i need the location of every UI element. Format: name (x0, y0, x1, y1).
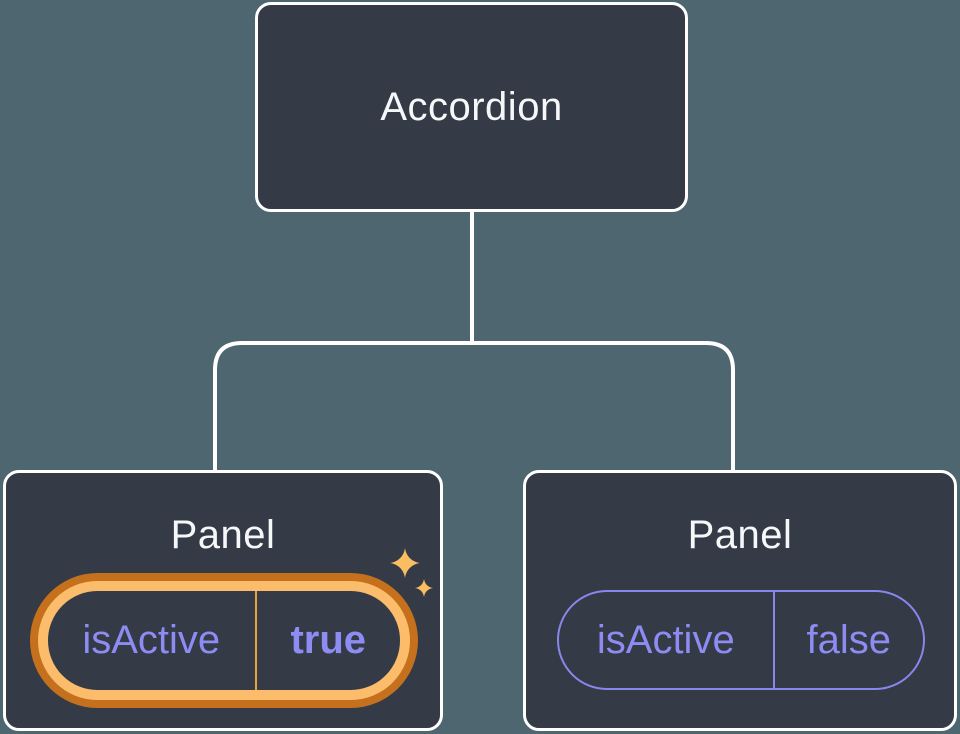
state-value-label: false (772, 592, 923, 688)
state-key-label: isActive (82, 618, 221, 662)
state-pill-inactive: isActive false (557, 590, 925, 690)
state-pill-active: isActive true (38, 581, 410, 700)
state-value-label: true (254, 591, 401, 690)
sparkle-icon-large (390, 548, 420, 578)
sparkle-icon-small (415, 579, 433, 597)
state-key-label: isActive (596, 617, 735, 662)
component-node-panel-active: Panel isActive true (3, 470, 443, 731)
connector-bracket (213, 341, 735, 470)
panel-label: Panel (170, 513, 276, 557)
component-node-accordion: Accordion (255, 2, 688, 212)
panel-label: Panel (687, 513, 793, 557)
component-node-panel-inactive: Panel isActive false (523, 470, 957, 731)
accordion-label: Accordion (380, 84, 563, 129)
